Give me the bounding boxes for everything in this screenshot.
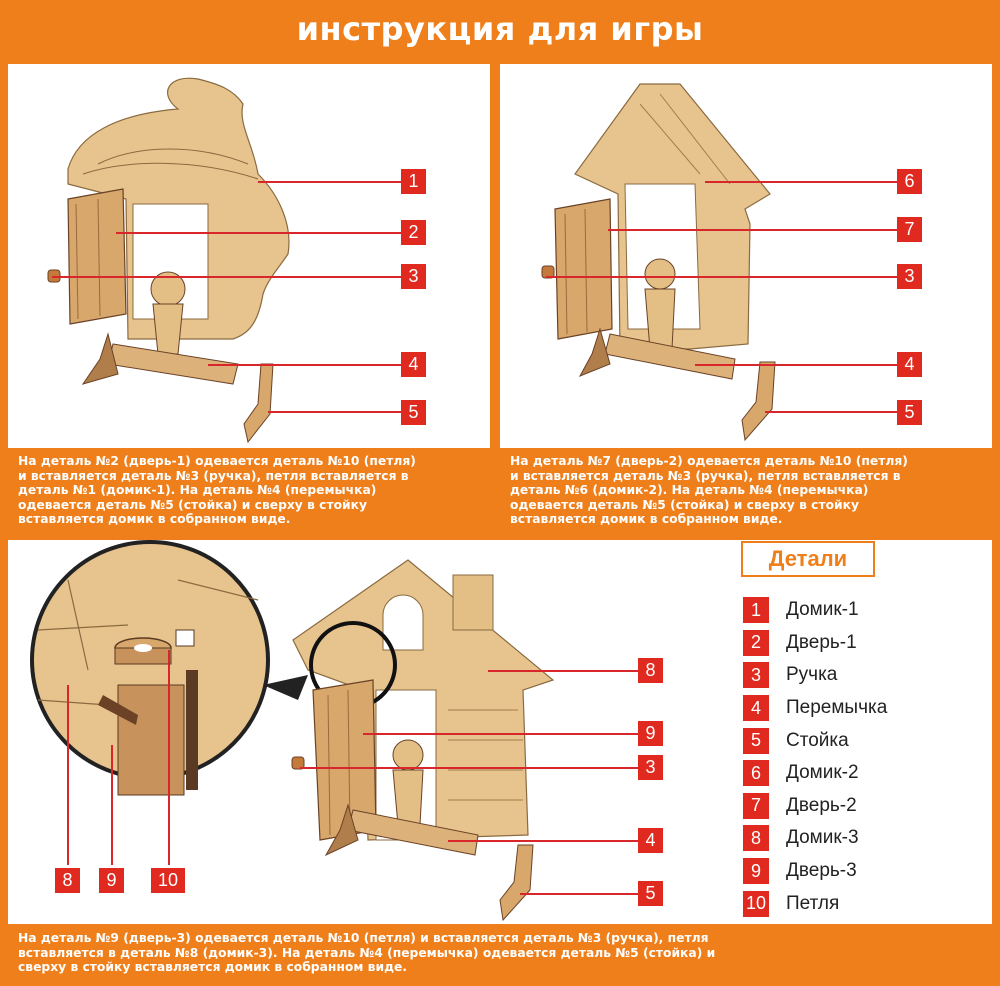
list-item: 5 Стойка <box>743 724 887 757</box>
callout-line-4b <box>695 364 900 366</box>
callout-line-5 <box>268 411 403 413</box>
callout-line-3c <box>300 767 638 769</box>
list-item: 6 Домик-2 <box>743 757 887 790</box>
part-number: 9 <box>743 858 769 885</box>
callout-badge: 2 <box>401 220 426 245</box>
panel-3-description: На деталь №9 (дверь-3) одевается деталь … <box>18 931 716 974</box>
callout-badge: 1 <box>401 169 426 194</box>
part-name: Дверь-3 <box>786 860 857 882</box>
panel-2-description: На деталь №7 (дверь-2) одевается деталь … <box>510 454 908 526</box>
callout-line-6 <box>705 181 900 183</box>
callout-badge: 4 <box>638 828 663 853</box>
part-name: Ручка <box>786 664 838 686</box>
callout-badge: 9 <box>99 868 124 893</box>
callout-line-3 <box>52 276 403 278</box>
callout-badge: 3 <box>897 264 922 289</box>
list-item: 9 Дверь-3 <box>743 855 887 888</box>
part-number: 1 <box>743 597 769 624</box>
callout-line-4c <box>448 840 638 842</box>
part-name: Петля <box>786 892 840 914</box>
list-item: 10 Петля <box>743 887 887 920</box>
callout-line-8 <box>488 670 638 672</box>
callout-badge: 5 <box>897 400 922 425</box>
house-1-illustration <box>47 77 290 444</box>
part-name: Домик-3 <box>786 827 859 849</box>
part-number: 4 <box>743 695 769 722</box>
callout-badge: 8 <box>55 868 80 893</box>
panel-house-1: 1 2 3 4 5 <box>8 64 490 448</box>
callout-line-2 <box>116 232 403 234</box>
zoom-line-10 <box>168 650 170 865</box>
panel-1-description: На деталь №2 (дверь-1) одевается деталь … <box>18 454 416 526</box>
panel-house-2: 6 7 3 4 5 <box>500 64 992 448</box>
part-name: Дверь-1 <box>786 631 857 653</box>
list-item: 7 Дверь-2 <box>743 790 887 823</box>
house-3-illustration <box>30 540 555 922</box>
panel-house-3: 8 9 10 8 9 3 4 5 <box>8 540 992 924</box>
callout-line-5b <box>765 411 900 413</box>
page-title: инструкция для игры <box>296 10 704 48</box>
details-heading: Детали <box>741 541 875 577</box>
list-item: 8 Домик-3 <box>743 822 887 855</box>
part-number: 8 <box>743 825 769 852</box>
zoom-line-8 <box>67 685 69 865</box>
callout-badge: 3 <box>638 755 663 780</box>
part-name: Домик-1 <box>786 599 859 621</box>
zoom-line-9 <box>111 745 113 865</box>
list-item: 4 Перемычка <box>743 692 887 725</box>
callout-badge: 4 <box>401 352 426 377</box>
part-name: Перемычка <box>786 697 888 719</box>
callout-line-4 <box>208 364 403 366</box>
callout-badge: 10 <box>151 868 185 893</box>
callout-badge: 6 <box>897 169 922 194</box>
details-list: 1 Домик-1 2 Дверь-1 3 Ручка 4 Перемычка 5 Сто… <box>743 594 887 920</box>
callout-badge: 3 <box>401 264 426 289</box>
callout-badge: 5 <box>401 400 426 425</box>
callout-badge: 8 <box>638 658 663 683</box>
list-item: 1 Домик-1 <box>743 594 887 627</box>
part-number: 6 <box>743 760 769 787</box>
part-number: 7 <box>743 792 769 819</box>
callout-badge: 7 <box>897 217 922 242</box>
callout-badge: 9 <box>638 721 663 746</box>
callout-line-3b <box>546 276 900 278</box>
part-name: Домик-2 <box>786 762 859 784</box>
list-item: 3 Ручка <box>743 659 887 692</box>
part-number: 3 <box>743 662 769 689</box>
callout-line-5c <box>520 893 638 895</box>
callout-line-9 <box>363 733 638 735</box>
house-2-illustration <box>541 83 776 442</box>
part-number: 10 <box>743 890 769 917</box>
part-number: 5 <box>743 727 769 754</box>
callout-badge: 5 <box>638 881 663 906</box>
callout-line-7 <box>608 229 900 231</box>
part-name: Дверь-2 <box>786 794 857 816</box>
callout-badge: 4 <box>897 352 922 377</box>
part-name: Стойка <box>786 729 849 751</box>
part-number: 2 <box>743 629 769 656</box>
callout-line-1 <box>258 181 403 183</box>
list-item: 2 Дверь-1 <box>743 627 887 660</box>
